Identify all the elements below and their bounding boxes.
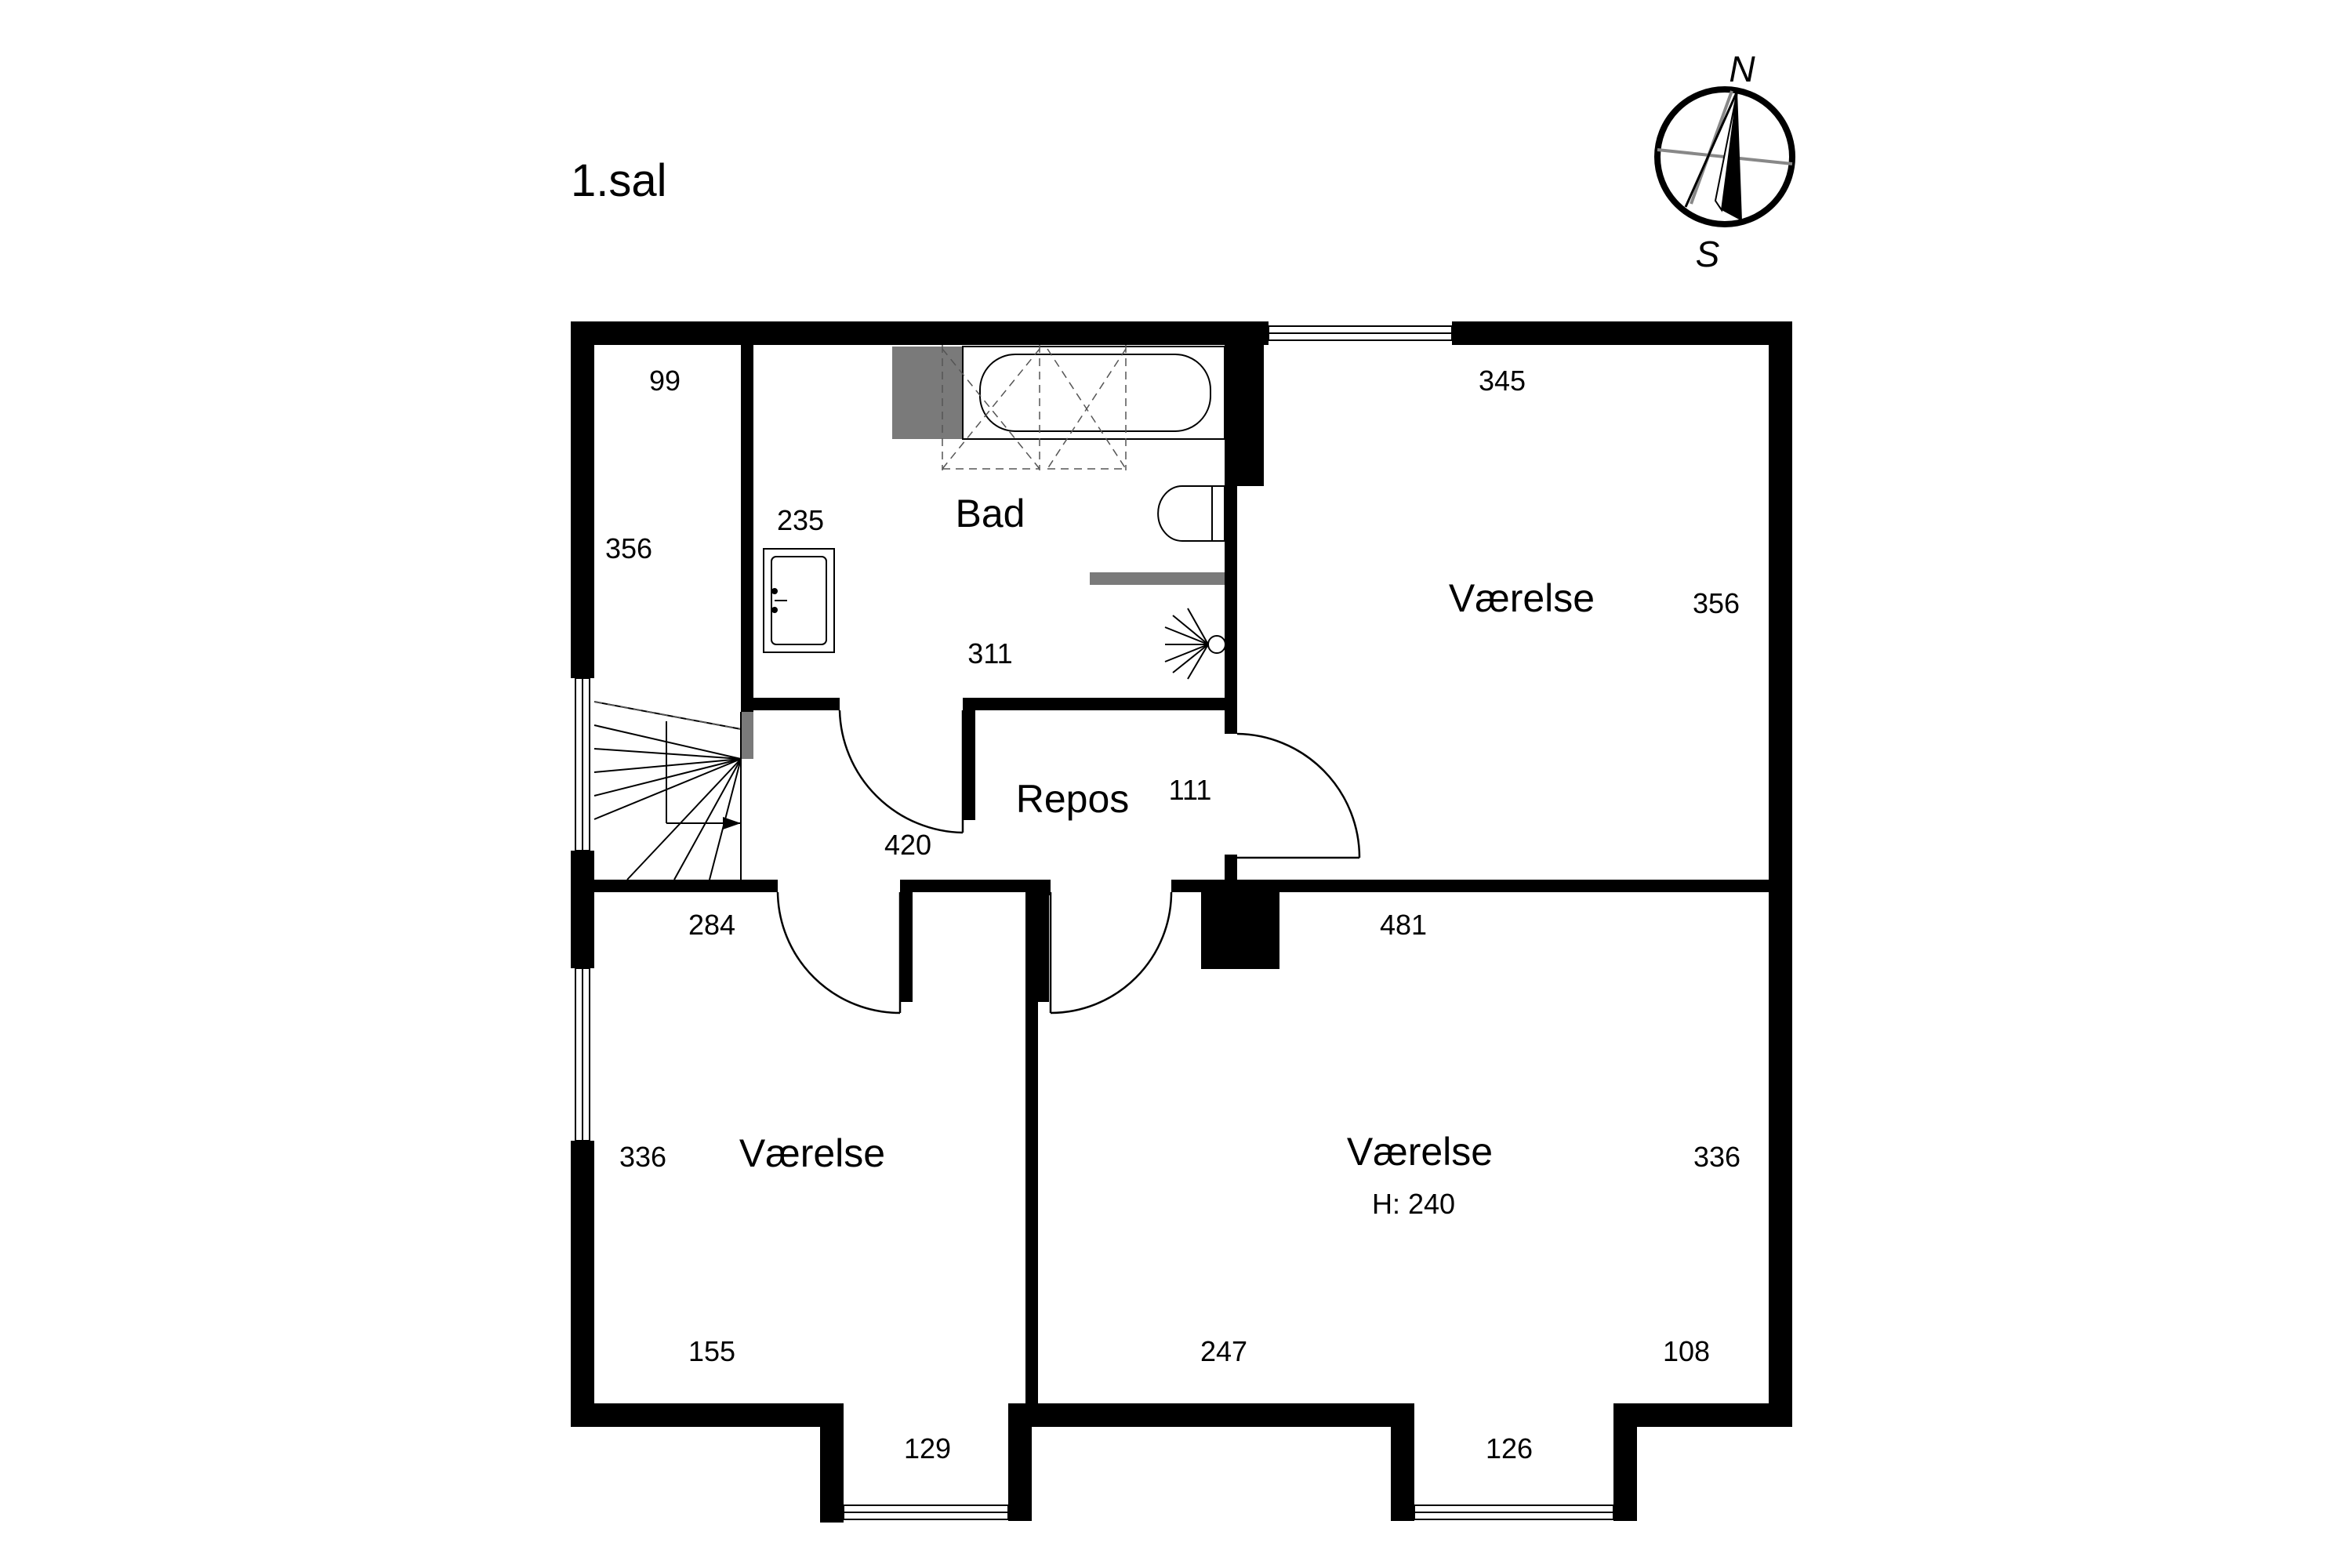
door-se-room [1049,891,1173,1014]
dim-se-bay: 126 [1486,1432,1533,1465]
window-se-bay [1414,1504,1614,1520]
window-top [1268,325,1453,341]
dim-ne-depth: 356 [1693,587,1740,619]
dim-sw-bay: 129 [904,1432,951,1465]
dim-bad-width: 311 [967,637,1012,670]
door-sw-room [776,891,902,1014]
toilet-icon [1157,485,1225,542]
room-name-vaerelse-sw: Værelse [739,1131,885,1175]
dim-se-bottom-left: 247 [1200,1335,1247,1367]
dim-se-top: 481 [1380,909,1427,941]
sink-icon [763,548,835,653]
dim-repos-width: 420 [884,829,931,861]
room-name-bad: Bad [956,492,1025,535]
window-stairs [575,677,590,851]
compass-icon: N S [1654,49,1795,274]
bathtub [892,345,1225,470]
compass-north: N [1729,49,1755,89]
interior-walls [594,345,1769,1403]
dim-ne-width: 345 [1479,365,1526,397]
window-sw-bay [843,1504,1009,1520]
compass-south: S [1696,234,1720,274]
dim-sw-depth: 336 [619,1141,666,1173]
dim-repos-depth: 111 [1169,774,1212,806]
room-name-repos: Repos [1016,777,1130,821]
staircase [593,701,753,880]
dim-closet-depth: 356 [605,532,652,564]
dim-se-bottom-right: 108 [1663,1335,1710,1367]
exterior-walls [571,321,1792,1523]
ceiling-height: H: 240 [1372,1188,1455,1220]
shower-icon [1164,608,1226,680]
dim-sw-top: 284 [688,909,735,941]
dim-bad-depth: 235 [777,504,824,536]
dim-sw-bottom: 155 [688,1335,735,1367]
room-name-vaerelse-ne: Værelse [1449,576,1595,620]
door-bath [838,710,964,834]
shower-screen [1090,572,1225,585]
floor-title: 1.sal [571,155,667,206]
dim-closet-width: 99 [649,365,681,397]
door-ne-room [1236,732,1361,859]
room-name-vaerelse-se: Værelse [1347,1130,1493,1174]
window-sw-side [575,967,590,1142]
dim-se-depth: 336 [1693,1141,1740,1173]
